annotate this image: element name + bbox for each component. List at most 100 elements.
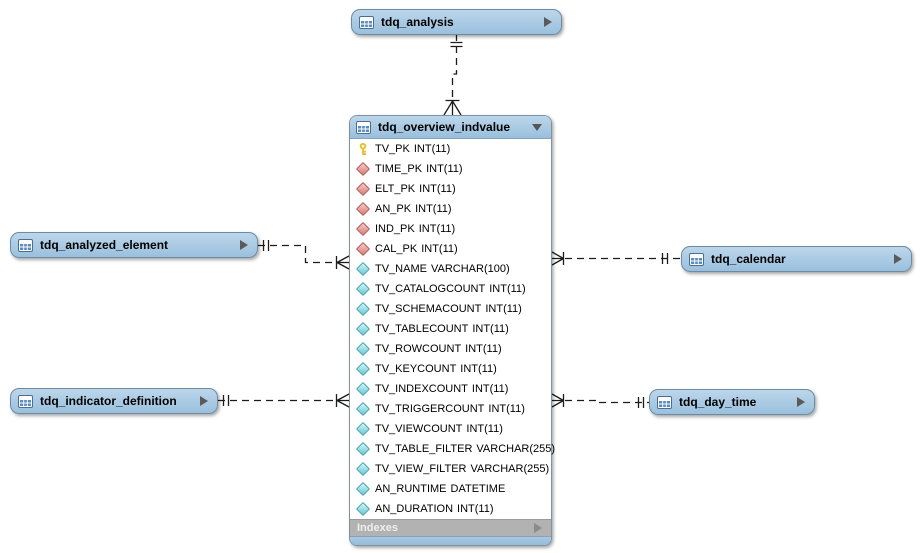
column-type: INT(11) — [426, 163, 463, 175]
cyan-diamond-icon — [355, 421, 370, 437]
table-tdq-day-time[interactable]: tdq_day_time — [649, 389, 815, 415]
indexes-label: Indexes — [357, 522, 398, 534]
column-type: INT(11) — [489, 283, 526, 295]
red-diamond-icon — [355, 221, 370, 237]
table-header[interactable]: tdq_overview_indvalue — [350, 116, 551, 139]
cyan-diamond-icon — [355, 381, 370, 397]
column-type: VARCHAR(255) — [470, 463, 550, 475]
cyan-diamond-icon — [355, 501, 370, 517]
red-diamond-icon — [355, 201, 370, 217]
cyan-diamond-icon — [355, 361, 370, 377]
relationship-analysis-to-overview — [443, 34, 463, 116]
relationship-overview-to-calendar — [551, 251, 681, 266]
table-tdq-indicator-definition[interactable]: tdq_indicator_definition — [10, 388, 218, 414]
relationship-indicator-definition-to-overview — [218, 393, 350, 408]
column-name: TV_INDEXCOUNT — [375, 383, 468, 395]
table-tdq-analysis[interactable]: tdq_analysis — [351, 9, 562, 35]
column-type: INT(11) — [466, 423, 503, 435]
column-type: DATETIME — [450, 483, 506, 495]
column-type: INT(11) — [465, 343, 502, 355]
column-name: TV_TRIGGERCOUNT — [375, 403, 485, 415]
column-type: INT(11) — [485, 303, 522, 315]
table-grid-icon — [657, 395, 672, 409]
column-name: CAL_PK — [375, 243, 418, 255]
column-name: TV_TABLE_FILTER — [375, 443, 473, 455]
column-name: TV_CATALOGCOUNT — [375, 283, 486, 295]
column-type: INT(11) — [457, 503, 494, 515]
column-type: INT(11) — [418, 223, 456, 235]
table-title: tdq_analyzed_element — [40, 238, 169, 252]
expand-arrow-icon[interactable] — [200, 396, 208, 406]
table-title: tdq_analysis — [381, 15, 454, 29]
column-type: INT(11) — [415, 203, 452, 215]
key-icon — [356, 142, 369, 156]
cyan-diamond-icon — [355, 341, 370, 357]
table-grid-icon — [356, 120, 371, 134]
column-name: TIME_PK — [375, 163, 423, 175]
cyan-diamond-icon — [355, 281, 370, 297]
relationship-overview-to-day-time — [551, 393, 649, 408]
column-type: INT(11) — [488, 403, 525, 415]
column-type: INT(11) — [419, 183, 456, 195]
column-name: TV_PK — [375, 143, 410, 155]
column-type: VARCHAR(100) — [430, 263, 510, 275]
red-diamond-icon — [355, 241, 370, 257]
cyan-diamond-icon — [355, 461, 370, 477]
collapse-arrow-icon[interactable] — [532, 123, 542, 131]
expand-arrow-icon[interactable] — [240, 240, 248, 250]
expand-arrow-icon[interactable] — [534, 523, 542, 533]
cyan-diamond-icon — [355, 441, 370, 457]
table-grid-icon — [359, 15, 374, 29]
table-title: tdq_indicator_definition — [40, 394, 177, 408]
cyan-diamond-icon — [355, 321, 370, 337]
column-name: TV_NAME — [375, 263, 427, 275]
column-type: VARCHAR(255) — [476, 443, 556, 455]
expand-arrow-icon[interactable] — [544, 17, 552, 27]
column-name: ELT_PK — [375, 183, 416, 195]
column-name: TV_ROWCOUNT — [375, 343, 462, 355]
column-name: TV_TABLECOUNT — [375, 323, 469, 335]
table-tdq-calendar[interactable]: tdq_calendar — [681, 246, 912, 272]
column-name: AN_RUNTIME — [375, 483, 447, 495]
table-tdq-analyzed-element[interactable]: tdq_analyzed_element — [10, 232, 258, 258]
cyan-diamond-icon — [355, 401, 370, 417]
column-type: INT(11) — [471, 383, 509, 395]
table-footer — [350, 536, 551, 545]
column-name: TV_KEYCOUNT — [375, 363, 457, 375]
expand-arrow-icon[interactable] — [894, 254, 902, 264]
column-name: TV_VIEW_FILTER — [375, 463, 467, 475]
table-title: tdq_overview_indvalue — [378, 120, 511, 134]
indexes-section[interactable]: Indexes — [350, 519, 551, 536]
column-name: AN_PK — [375, 203, 412, 215]
table-grid-icon — [18, 238, 33, 252]
red-diamond-icon — [355, 161, 370, 177]
cyan-diamond-icon — [355, 481, 370, 497]
table-title: tdq_day_time — [679, 395, 757, 409]
table-grid-icon — [689, 252, 704, 266]
column-name: TV_VIEWCOUNT — [375, 423, 463, 435]
expand-arrow-icon[interactable] — [797, 397, 805, 407]
cyan-diamond-icon — [355, 261, 370, 277]
column-name: AN_DURATION — [375, 503, 454, 515]
